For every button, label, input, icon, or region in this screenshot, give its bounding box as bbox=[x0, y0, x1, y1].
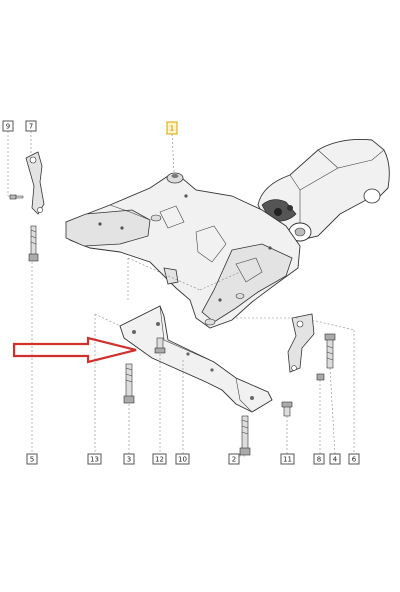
bolt-12 bbox=[154, 337, 166, 354]
callout-label: 13 bbox=[90, 456, 99, 464]
callout-label: 10 bbox=[178, 456, 187, 464]
bolt-11 bbox=[281, 401, 293, 417]
bolt-4 bbox=[324, 333, 336, 369]
callout-label: 3 bbox=[127, 456, 131, 464]
callout-13: 13 bbox=[87, 453, 102, 465]
bolt-3 bbox=[123, 363, 135, 404]
callout-label: 6 bbox=[352, 456, 357, 464]
callout-10: 10 bbox=[175, 453, 190, 465]
nut-8 bbox=[316, 373, 325, 381]
callout-label: 7 bbox=[29, 123, 33, 131]
callout-4: 4 bbox=[329, 453, 341, 465]
callout-label: 2 bbox=[232, 456, 236, 464]
callout-12: 12 bbox=[152, 453, 167, 465]
callout-3: 3 bbox=[123, 453, 135, 465]
callout-label: 1 bbox=[170, 125, 174, 133]
callout-8: 8 bbox=[313, 453, 325, 465]
callout-label: 12 bbox=[155, 456, 164, 464]
callout-label: 11 bbox=[283, 456, 292, 464]
highlight-arrow bbox=[12, 336, 137, 364]
clip-bracket bbox=[163, 267, 179, 285]
long-bolt-5 bbox=[28, 225, 39, 262]
lower-crossmember bbox=[119, 305, 273, 413]
callout-2: 2 bbox=[228, 453, 240, 465]
callout-6: 6 bbox=[348, 453, 360, 465]
rear-mount-bracket bbox=[287, 313, 315, 373]
callout-1: 1 bbox=[166, 121, 178, 135]
bolt-2 bbox=[239, 415, 251, 456]
callout-11: 11 bbox=[280, 453, 295, 465]
car-illustration bbox=[257, 139, 390, 242]
leader-lines bbox=[7, 131, 355, 457]
small-bolt-9 bbox=[9, 194, 24, 200]
callout-9: 9 bbox=[2, 120, 14, 132]
front-subframe bbox=[65, 172, 301, 329]
callout-label: 9 bbox=[6, 123, 10, 131]
callout-label: 5 bbox=[30, 456, 34, 464]
callout-5: 5 bbox=[26, 453, 38, 465]
callout-label: 4 bbox=[333, 456, 338, 464]
callout-label: 8 bbox=[317, 456, 321, 464]
callout-7: 7 bbox=[25, 120, 37, 132]
engine-mount-bracket bbox=[25, 151, 45, 215]
